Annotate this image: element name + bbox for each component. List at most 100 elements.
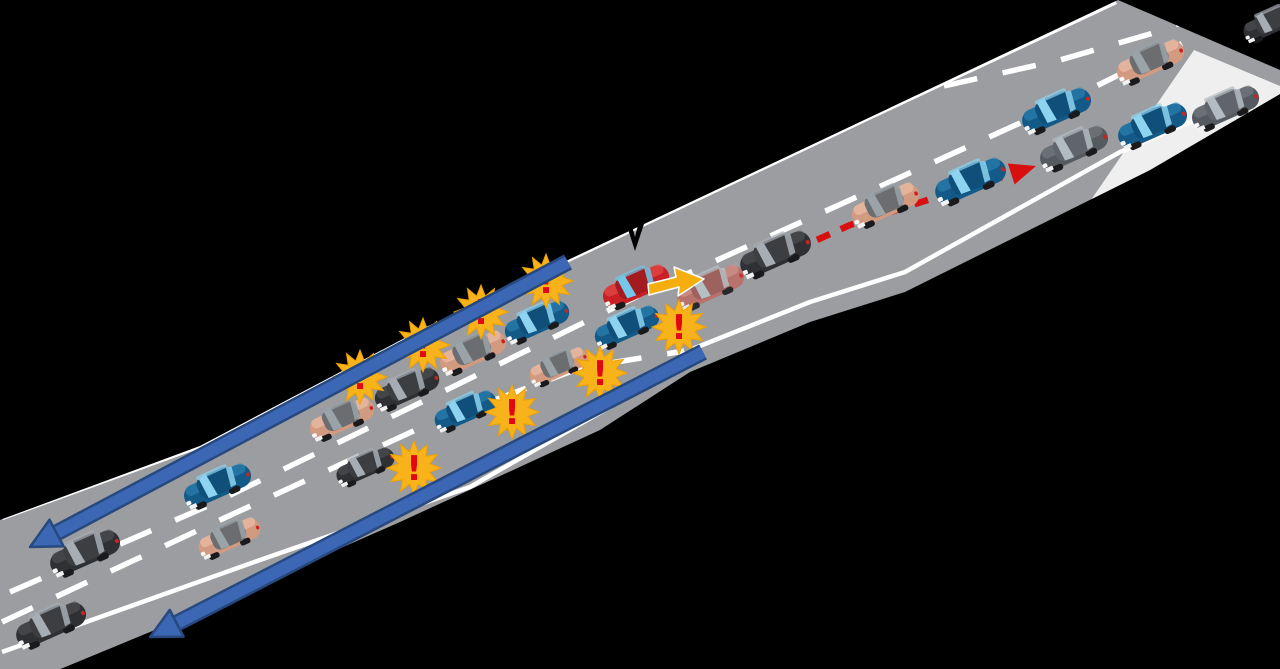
car-blue-left-body-group <box>184 463 252 510</box>
car-license-plate <box>439 426 447 433</box>
car-wheel-front <box>752 270 765 280</box>
car-windshield <box>198 473 218 499</box>
car-side-windows <box>540 347 567 362</box>
car-headlight <box>186 500 192 506</box>
car-taillight <box>1181 111 1186 117</box>
car-rear-window <box>634 308 646 329</box>
car-rear-window <box>784 234 796 256</box>
warning-burst: ! <box>650 298 708 356</box>
car-windshield <box>1256 12 1273 34</box>
car-windshield <box>1206 95 1226 121</box>
car-headlight <box>1119 76 1125 82</box>
car-tan-left <box>198 517 261 560</box>
car-taillight <box>1085 96 1090 102</box>
car-headlight <box>200 551 206 557</box>
car-wheel-front <box>346 479 357 488</box>
car-wheel-rear <box>1085 147 1098 157</box>
car-license-plate <box>1045 165 1054 173</box>
warning-burst-star-icon <box>483 383 541 441</box>
car-gray-main-body-group <box>1040 125 1109 173</box>
warning-burst: ! <box>483 383 541 441</box>
car-wheel-rear <box>568 366 579 374</box>
car-wheel-rear <box>897 204 909 214</box>
car-license-plate <box>534 381 542 388</box>
car-license-plate <box>940 199 950 207</box>
car-wheel-front <box>320 433 332 442</box>
car-wheel-rear <box>476 410 487 419</box>
car-wheel-rear <box>62 624 75 634</box>
car-license-plate <box>1123 143 1132 150</box>
car-black-left2-body-group <box>16 601 86 650</box>
flow-arrow-head <box>148 608 185 639</box>
car-taillight <box>1000 166 1005 172</box>
car-side-windows <box>321 398 351 414</box>
car-tan-mid3-body-group <box>309 397 375 442</box>
car-license-plate <box>599 343 608 350</box>
car-rear-window <box>1064 90 1076 113</box>
car-tan-mid2-body-group <box>439 330 507 377</box>
car-wheel-rear <box>1068 110 1081 120</box>
car-wheel-front <box>28 640 40 650</box>
warning-exclamation-glyph: ! <box>671 308 687 348</box>
car-black-mid2-body-group <box>336 447 395 488</box>
car-side-windows <box>948 158 981 175</box>
car-red-colliding <box>602 264 670 311</box>
car-blue-ahead-body-group <box>935 157 1006 207</box>
car-headlight <box>1194 122 1200 128</box>
car-windshield <box>65 540 86 566</box>
car-headlight <box>52 568 58 574</box>
car-black-mid1-body-group <box>374 367 440 412</box>
car-license-plate <box>189 503 198 510</box>
car-side-windows <box>1052 126 1084 143</box>
car-windshield <box>454 340 474 365</box>
car-wheel-rear <box>229 485 241 495</box>
car-tan-mid2 <box>439 330 507 377</box>
car-blue-left <box>184 463 252 510</box>
car-tan-ramp <box>1117 39 1185 86</box>
car-license-plate <box>379 405 388 412</box>
car-rear-window <box>372 450 382 468</box>
car-windshield <box>1131 49 1151 75</box>
car-wheel-front <box>1033 126 1046 136</box>
car-side-windows <box>209 518 238 533</box>
car-headlight <box>531 379 536 384</box>
car-side-windows <box>28 602 61 619</box>
car-headlight <box>597 341 602 346</box>
car-windshield <box>617 274 637 299</box>
car-side-windows <box>445 391 474 406</box>
car-wheel-rear <box>418 388 429 397</box>
car-wheel-front <box>385 403 397 412</box>
car-red-faded <box>677 264 745 311</box>
car-wheel-front <box>539 379 550 388</box>
car-windshield <box>950 168 971 194</box>
car-license-plate <box>1197 125 1206 132</box>
car-rear-window <box>349 400 361 421</box>
car-tan-mid3 <box>309 397 375 442</box>
car-blue-ahead <box>935 157 1006 207</box>
car-blue-mid2-body-group <box>504 300 570 345</box>
car-headlight <box>742 269 749 275</box>
car-wheel-rear <box>1164 125 1177 135</box>
car-wheel-rear <box>787 253 800 263</box>
collision-impact-arrow <box>647 266 705 297</box>
car-headlight <box>312 433 317 438</box>
warning-burst-star-icon <box>650 298 708 356</box>
car-windshield <box>542 356 559 378</box>
warning-exclamation-glyph: ! <box>406 449 422 489</box>
car-rear-window <box>481 333 492 355</box>
car-headlight <box>436 424 442 430</box>
car-black-left1 <box>50 529 120 578</box>
car-windshield <box>448 400 466 423</box>
car-windshield <box>349 456 366 478</box>
car-side-windows <box>1129 40 1160 57</box>
car-taillight <box>114 538 119 544</box>
car-rear-window <box>59 605 71 627</box>
cars-layer <box>16 3 1280 650</box>
car-windshield <box>31 612 52 638</box>
car-gray-ramp-body-group <box>1192 85 1260 132</box>
car-wheel-front <box>1051 163 1064 173</box>
car-black-mid2 <box>336 447 395 488</box>
car-headlight <box>1024 125 1030 131</box>
car-wheel-front <box>515 336 527 345</box>
car-wheel-rear <box>722 286 734 296</box>
